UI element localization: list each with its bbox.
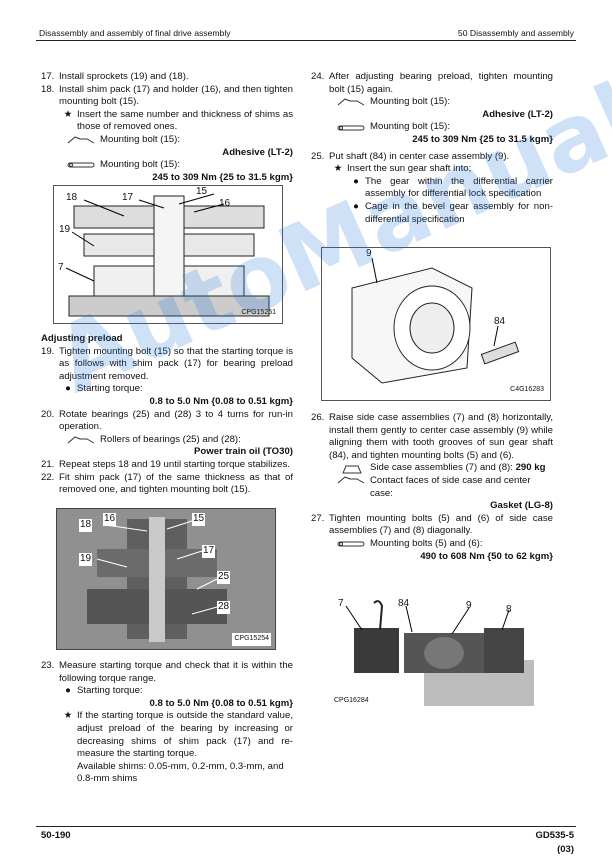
figure-code: CPG16284 <box>334 697 369 705</box>
note-23: ★If the starting torque is outside the s… <box>63 710 293 760</box>
footer-rule <box>36 826 576 827</box>
callout-84: 84 <box>398 598 410 609</box>
tool-18-2: Mounting bolt (15): <box>41 159 293 172</box>
model-number: GD535-5 <box>535 830 574 841</box>
assembly-photo <box>345 600 534 706</box>
callout-9: 9 <box>366 248 372 259</box>
callout-28: 28 <box>217 601 231 614</box>
tool-26-2: Contact faces of side case and center ca… <box>311 475 553 500</box>
bullet-25-2: ●Cage in the bevel gear assembly for non… <box>353 200 553 225</box>
oil-icon <box>67 436 95 444</box>
step-23: 23.Measure starting torque and check tha… <box>41 660 293 684</box>
callout-19: 19 <box>59 224 71 235</box>
left-column-2: Adjusting preload 19.Tighten mounting bo… <box>41 333 293 497</box>
callout-9: 9 <box>466 600 472 611</box>
callout-16: 16 <box>219 198 231 209</box>
wrench-icon <box>337 541 365 547</box>
step-26: 26.Raise side case assemblies (7) and (8… <box>311 412 553 461</box>
step-27: 27.Tighten mounting bolts (5) and (6) of… <box>311 512 553 537</box>
center-case-drawing <box>351 257 520 384</box>
callout-7: 7 <box>338 598 344 609</box>
weight-icon <box>342 465 362 474</box>
header-rule <box>36 40 576 41</box>
wrench-icon <box>67 162 95 168</box>
step-21: 21.Repeat steps 18 and 19 until starting… <box>41 458 290 470</box>
callout-18: 18 <box>66 192 78 203</box>
right-column: 24.After adjusting bearing preload, tigh… <box>311 71 553 226</box>
figure-code: CPG15251 <box>241 309 276 317</box>
step-19: 19.Tighten mounting bolt (15) so that th… <box>41 345 293 382</box>
figure-2-photo: 18 16 15 19 17 25 28 CPG15254 <box>56 508 276 650</box>
callout-17: 17 <box>202 545 216 558</box>
callout-15: 15 <box>196 186 208 197</box>
callout-7: 7 <box>58 262 64 273</box>
tool-18-1-value: Adhesive (LT-2) <box>222 146 293 158</box>
step-17: 17.Install sprockets (19) and (18). <box>41 71 189 82</box>
tool-18-1: Mounting bolt (15): <box>41 134 293 147</box>
tool-24-2: Mounting bolt (15): <box>311 121 553 134</box>
final-drive-drawing-1 <box>65 193 270 317</box>
header-left: Disassembly and assembly of final drive … <box>39 28 231 38</box>
gasket-icon <box>337 476 365 484</box>
step-18: 18.Install shim pack (17) and holder (16… <box>41 83 293 108</box>
callout-25: 25 <box>217 571 231 584</box>
tool-27-value: 490 to 608 Nm {50 to 62 kgm} <box>420 550 553 562</box>
tool-18-2-value: 245 to 309 Nm {25 to 31.5 kgm} <box>152 171 293 183</box>
bullet-25-1: ●The gear within the differential carrie… <box>353 175 553 200</box>
figure-code: CPG15254 <box>232 633 271 646</box>
callout-17: 17 <box>122 192 134 203</box>
tool-24-1: Mounting bolt (15): <box>311 96 553 109</box>
callout-16: 16 <box>103 513 117 526</box>
left-column-3: 23.Measure starting torque and check tha… <box>41 660 293 786</box>
revision: (03) <box>557 844 574 855</box>
adhesive-icon <box>337 98 365 106</box>
tool-26-2-value: Gasket (LG-8) <box>490 500 553 512</box>
section-heading: Adjusting preload <box>41 333 123 344</box>
cutaway-photo <box>57 509 275 649</box>
figure-3: 9 84 C4G16283 <box>321 247 551 401</box>
bullet-19: ●Starting torque: <box>65 383 143 395</box>
tool-20-value: Power train oil (TO30) <box>194 446 293 458</box>
figure-1: 18 17 15 16 19 7 CPG15251 <box>53 185 283 324</box>
note-18: ★Insert the same number and thickness of… <box>41 109 293 134</box>
bullet-23: ●Starting torque: <box>65 685 143 697</box>
tool-24-1-value: Adhesive (LT-2) <box>482 108 553 120</box>
wrench-icon <box>337 125 365 131</box>
step-22: 22.Fit shim pack (17) of the same thickn… <box>41 471 293 496</box>
callout-19: 19 <box>79 553 93 566</box>
callout-18: 18 <box>79 519 93 532</box>
right-column-2: 26.Raise side case assemblies (7) and (8… <box>311 412 553 563</box>
shims-23: Available shims: 0.05-mm, 0.2-mm, 0.3-mm… <box>77 760 284 785</box>
tool-24-2-value: 245 to 309 Nm {25 to 31.5 kgm} <box>412 133 553 145</box>
callout-15: 15 <box>192 513 206 526</box>
left-column: 17.Install sprockets (19) and (18). 18.I… <box>41 71 293 184</box>
figure-4-photo: 7 84 9 8 CPG16284 <box>334 598 544 710</box>
callout-84: 84 <box>494 316 506 327</box>
header-right: 50 Disassembly and assembly <box>457 28 574 38</box>
torque-23: 0.8 to 5.0 Nm {0.08 to 0.51 kgm} <box>149 697 293 709</box>
tool-26-1: Side case assemblies (7) and (8): 290 kg <box>311 462 553 475</box>
tool-27: Mounting bolts (5) and (6): <box>311 538 553 551</box>
step-20: 20.Rotate bearings (25) and (28) 3 to 4 … <box>41 408 293 433</box>
star-icon: ★ <box>63 108 73 120</box>
figure-code: C4G16283 <box>510 386 544 394</box>
torque-19: 0.8 to 5.0 Nm {0.08 to 0.51 kgm} <box>149 395 293 407</box>
step-25: 25.Put shaft (84) in center case assembl… <box>311 150 510 162</box>
page-number: 50-190 <box>41 830 71 841</box>
note-25: ★Insert the sun gear shaft into; <box>333 163 472 175</box>
adhesive-icon <box>67 136 95 144</box>
callout-8: 8 <box>506 604 512 615</box>
step-24: 24.After adjusting bearing preload, tigh… <box>311 71 553 95</box>
tool-20: Rollers of bearings (25) and (28): <box>41 434 293 447</box>
